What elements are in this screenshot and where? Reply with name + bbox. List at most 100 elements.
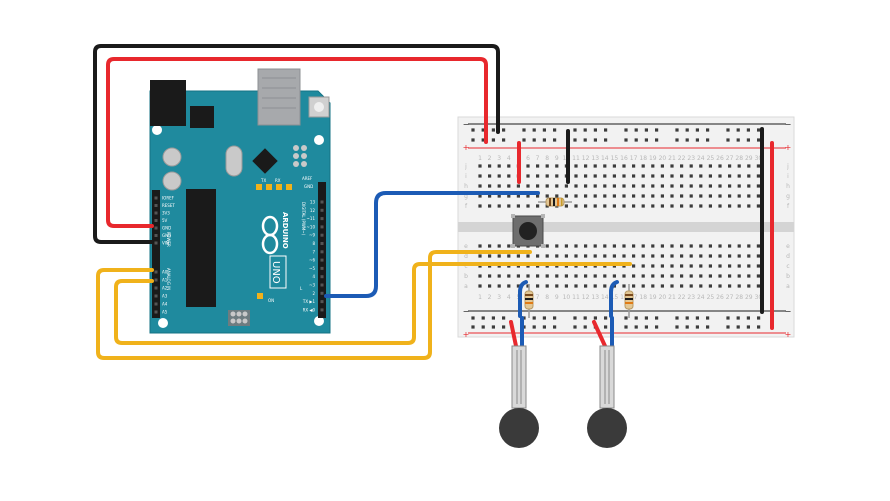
breadboard-hole bbox=[526, 284, 530, 288]
header-pin bbox=[154, 241, 158, 245]
breadboard-hole bbox=[718, 174, 722, 178]
breadboard-hole bbox=[708, 274, 712, 278]
header-pin bbox=[154, 234, 158, 237]
l-label: L bbox=[300, 286, 303, 291]
header-pin bbox=[320, 266, 324, 270]
breadboard-hole bbox=[574, 194, 578, 198]
breadboard-hole bbox=[622, 184, 626, 188]
power-pin-label: GND bbox=[162, 233, 171, 238]
breadboard-hole bbox=[680, 174, 684, 178]
power-analog-header bbox=[152, 190, 160, 318]
breadboard-hole bbox=[632, 194, 636, 198]
breadboard-hole bbox=[641, 274, 645, 278]
breadboard-hole bbox=[497, 244, 501, 248]
digital-pin-label: RX ◀0 bbox=[303, 307, 316, 312]
column-number-bottom: 27 bbox=[726, 294, 734, 301]
breadboard-hole bbox=[593, 184, 597, 188]
breadboard-hole bbox=[583, 316, 587, 320]
breadboard-hole bbox=[536, 174, 540, 178]
breadboard-hole bbox=[497, 194, 501, 198]
status-leds bbox=[256, 184, 292, 190]
mount-hole-icon bbox=[314, 135, 324, 145]
breadboard-hole bbox=[622, 274, 626, 278]
icsp-header-top bbox=[293, 145, 307, 167]
power-pin-label: RESET bbox=[162, 203, 175, 208]
rx-label: RX bbox=[275, 178, 281, 183]
rail-polarity-mark: − bbox=[463, 120, 470, 129]
column-number-bottom: 2 bbox=[488, 294, 492, 301]
breadboard-hole bbox=[660, 264, 664, 268]
column-number-bottom: 20 bbox=[659, 294, 667, 301]
breadboard-hole bbox=[651, 264, 655, 268]
rail-polarity-mark: + bbox=[785, 143, 792, 152]
breadboard-hole bbox=[573, 128, 577, 132]
breadboard-hole bbox=[708, 264, 712, 268]
wire-black-gnd bbox=[93, 44, 500, 244]
breadboard-hole bbox=[622, 194, 626, 198]
power-pin-label: IOREF bbox=[162, 196, 175, 201]
breadboard-hole bbox=[708, 254, 712, 258]
column-number-top: 20 bbox=[659, 155, 667, 162]
row-letter: e bbox=[786, 243, 790, 250]
breadboard-hole bbox=[555, 164, 559, 168]
column-number-top: 9 bbox=[555, 155, 559, 162]
breadboard-hole bbox=[680, 264, 684, 268]
resistor-left bbox=[524, 284, 534, 318]
breadboard-hole bbox=[660, 184, 664, 188]
breadboard-hole bbox=[651, 174, 655, 178]
breadboard-hole bbox=[718, 284, 722, 288]
breadboard-hole bbox=[634, 128, 638, 132]
breadboard-hole bbox=[555, 174, 559, 178]
atmega-chip bbox=[186, 189, 216, 307]
digital-pin-label: 8 bbox=[312, 241, 315, 246]
breadboard-hole bbox=[488, 164, 492, 168]
breadboard-hole bbox=[651, 164, 655, 168]
breadboard-hole bbox=[502, 128, 506, 132]
breadboard-hole bbox=[624, 325, 628, 329]
column-number-bottom: 8 bbox=[545, 294, 549, 301]
model-text: UNO bbox=[270, 261, 281, 284]
breadboard-hole bbox=[695, 138, 699, 142]
row-letter: h bbox=[464, 183, 468, 190]
breadboard-hole bbox=[536, 204, 540, 208]
column-number-bottom: 18 bbox=[639, 294, 647, 301]
breadboard-hole bbox=[747, 274, 751, 278]
breadboard-hole bbox=[603, 174, 607, 178]
breadboard-hole bbox=[756, 174, 760, 178]
column-number-bottom: 14 bbox=[601, 294, 609, 301]
breadboard-hole bbox=[728, 164, 732, 168]
breadboard-hole bbox=[651, 204, 655, 208]
column-number-top: 21 bbox=[668, 155, 676, 162]
row-letter: b bbox=[464, 273, 468, 280]
breadboard-hole bbox=[746, 138, 750, 142]
breadboard-hole bbox=[584, 254, 588, 258]
breadboard-hole bbox=[612, 184, 616, 188]
breadboard-hole bbox=[526, 184, 530, 188]
force-sensor-right bbox=[587, 316, 627, 448]
breadboard-hole bbox=[699, 254, 703, 258]
breadboard-hole bbox=[497, 274, 501, 278]
breadboard-hole bbox=[624, 138, 628, 142]
breadboard-hole bbox=[612, 194, 616, 198]
analog-pin-label: A3 bbox=[162, 294, 168, 299]
breadboard-hole bbox=[747, 264, 751, 268]
breadboard-hole bbox=[634, 325, 638, 329]
breadboard-hole bbox=[718, 244, 722, 248]
column-number-top: 17 bbox=[630, 155, 638, 162]
breadboard-hole bbox=[756, 284, 760, 288]
column-number-top: 3 bbox=[497, 155, 501, 162]
resistor-top bbox=[538, 197, 572, 207]
breadboard-hole bbox=[641, 284, 645, 288]
breadboard-hole bbox=[747, 174, 751, 178]
breadboard-hole bbox=[542, 128, 546, 132]
breadboard-hole bbox=[545, 164, 549, 168]
breadboard-hole bbox=[574, 284, 578, 288]
breadboard-hole bbox=[675, 325, 679, 329]
breadboard-hole bbox=[641, 184, 645, 188]
column-number-top: 25 bbox=[707, 155, 715, 162]
breadboard-hole bbox=[555, 274, 559, 278]
breadboard-hole bbox=[573, 316, 577, 320]
breadboard-hole bbox=[699, 164, 703, 168]
breadboard-hole bbox=[756, 184, 760, 188]
breadboard-hole bbox=[491, 325, 495, 329]
